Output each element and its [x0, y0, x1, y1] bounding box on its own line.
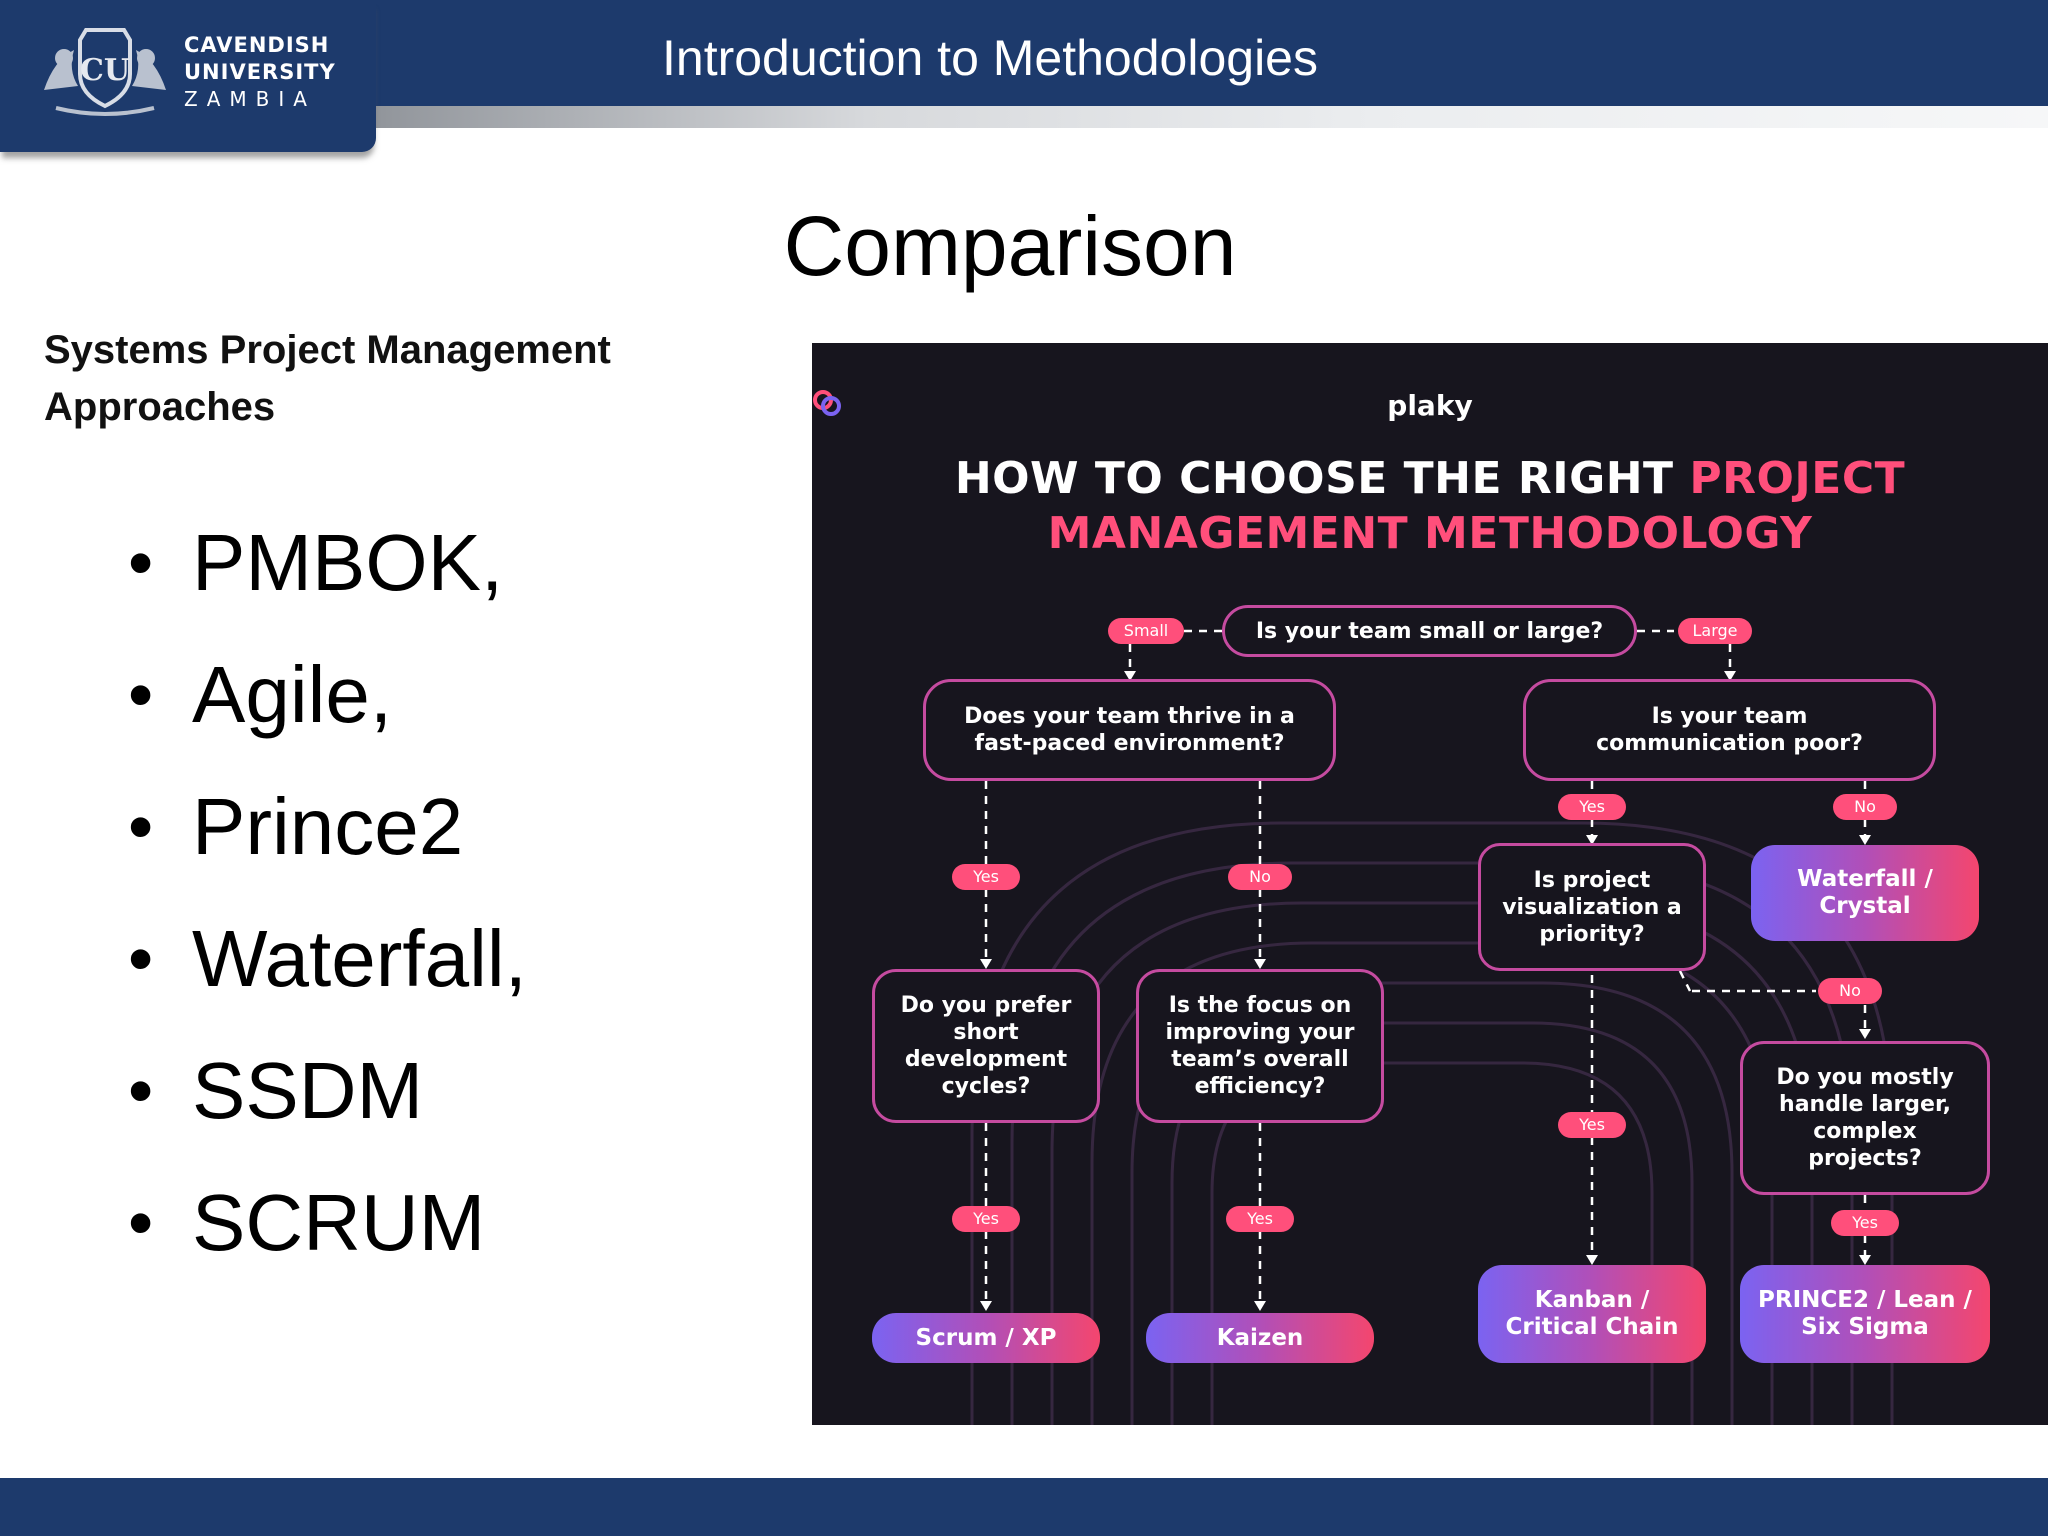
- brand-name: plaky: [1387, 389, 1473, 422]
- question-fast-paced: Does your team thrive in a fast-paced en…: [923, 679, 1336, 781]
- question-efficiency: Is the focus on improving your team’s ov…: [1136, 969, 1384, 1123]
- crest-letters: CU: [80, 53, 130, 88]
- question-team-size: Is your team small or large?: [1222, 605, 1637, 657]
- question-visualization: Is project visualization a priority?: [1478, 843, 1706, 971]
- methodology-list: PMBOK, Agile, Prince2 Waterfall, SSDM SC…: [128, 510, 527, 1302]
- bullet-item: PMBOK,: [128, 510, 527, 642]
- tag-comm-no: No: [1833, 794, 1897, 820]
- result-kaizen: Kaizen: [1146, 1313, 1374, 1363]
- question-communication: Is your team communication poor?: [1523, 679, 1936, 781]
- question-short-cycles: Do you prefer short development cycles?: [872, 969, 1100, 1123]
- university-name-line2: UNIVERSITY: [184, 60, 336, 84]
- slide-title: Comparison: [783, 199, 1237, 293]
- result-kanban-critical-chain: Kanban / Critical Chain: [1478, 1265, 1706, 1363]
- plaky-logo-icon: [813, 390, 841, 416]
- plaky-brand: plaky: [812, 389, 2048, 422]
- bullet-item: SSDM: [128, 1038, 527, 1170]
- bullet-item: Agile,: [128, 642, 527, 774]
- title-white-part: HOW TO CHOOSE THE RIGHT: [954, 453, 1674, 504]
- tag-small: Small: [1108, 618, 1184, 644]
- tag-vis-no: No: [1818, 978, 1882, 1004]
- slide-subtitle: Systems Project Management Approaches: [44, 328, 611, 429]
- crest-icon: CU: [44, 28, 166, 116]
- title-pink-part: PROJECT MANAGEMENT METHODOLOGY: [1047, 453, 1906, 559]
- university-name: CAVENDISH UNIVERSITY ZAMBIA: [184, 32, 336, 113]
- university-logo: CU CAVENDISH UNIVERSITY ZAMBIA: [0, 0, 376, 152]
- header-title: Introduction to Methodologies: [662, 30, 1318, 86]
- result-prince2-lean-six-sigma: PRINCE2 / Lean / Six Sigma: [1740, 1265, 1990, 1363]
- university-country: ZAMBIA: [184, 87, 316, 111]
- bullet-item: SCRUM: [128, 1170, 527, 1302]
- tag-fast-yes: Yes: [952, 864, 1020, 890]
- tag-comm-yes: Yes: [1558, 794, 1626, 820]
- methodology-flowchart: plaky HOW TO CHOOSE THE RIGHT PROJECT MA…: [812, 343, 2048, 1425]
- bullet-item: Waterfall,: [128, 906, 527, 1038]
- tag-short-yes: Yes: [952, 1206, 1020, 1232]
- arrowheads: [980, 671, 1871, 1311]
- university-name-line1: CAVENDISH: [184, 33, 330, 57]
- question-larger-projects: Do you mostly handle larger, complex pro…: [1740, 1041, 1990, 1195]
- result-scrum-xp: Scrum / XP: [872, 1313, 1100, 1363]
- result-waterfall-crystal: Waterfall / Crystal: [1751, 845, 1979, 941]
- tag-vis-yes: Yes: [1558, 1112, 1626, 1138]
- tag-eff-yes: Yes: [1226, 1206, 1294, 1232]
- footer-bar: [0, 1478, 2048, 1536]
- tag-large: Large: [1678, 618, 1752, 644]
- bullet-item: Prince2: [128, 774, 527, 906]
- header-stripe: [360, 106, 2048, 128]
- infographic-title: HOW TO CHOOSE THE RIGHT PROJECT MANAGEME…: [812, 451, 2048, 561]
- tag-fast-no: No: [1228, 864, 1292, 890]
- tag-larger-yes: Yes: [1831, 1210, 1899, 1236]
- dashed-connectors: [984, 629, 1867, 1305]
